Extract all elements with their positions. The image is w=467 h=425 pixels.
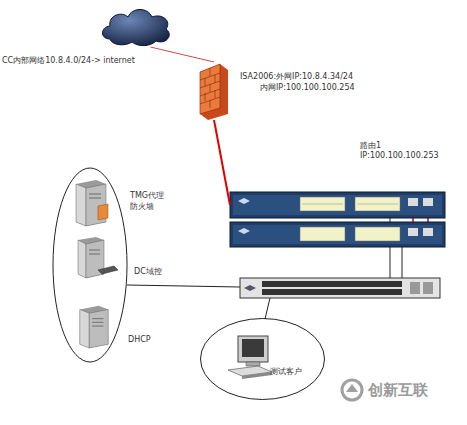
switch-label: 路由1: [360, 140, 381, 151]
illustration-part: [408, 198, 418, 206]
server-symbol: [76, 304, 112, 348]
switch-symbol: [230, 192, 445, 218]
illustration-part: [262, 289, 402, 295]
cloud-symbol: [100, 5, 172, 47]
illustration-part: [238, 228, 250, 234]
illustration-part: [300, 227, 345, 241]
illustration-part: [342, 380, 362, 400]
network-link: [150, 47, 214, 62]
illustration-part: [89, 194, 101, 198]
server-symbol: [72, 178, 110, 226]
illustration-part: [240, 278, 440, 298]
cloud-node: CC内部网络10.8.4.0/24-> internet: [100, 5, 172, 47]
illustration-part: [346, 384, 358, 392]
illustration-part: [200, 68, 220, 108]
illustration-part: [244, 285, 256, 291]
illustration-part: [423, 282, 433, 294]
illustration-part: [302, 204, 398, 205]
switch-symbol: [230, 222, 445, 247]
illustration-part: [103, 10, 170, 46]
wire: [265, 298, 270, 319]
illustration-part: [92, 319, 103, 326]
server-label: DC域控: [134, 266, 162, 277]
server-label: DHCP: [128, 334, 151, 345]
watermark: 创新互联: [368, 381, 428, 400]
illustration-part: [89, 310, 108, 349]
illustration-part: [80, 310, 89, 349]
client-label: 测试客户: [270, 366, 302, 377]
illustration-part: [230, 222, 445, 247]
illustration-part: [262, 281, 402, 287]
network-label: CC内部网络10.8.4.0/24-> internet: [2, 55, 135, 66]
watermark-logo: [342, 380, 362, 400]
client-ellipse: [200, 318, 325, 400]
illustration-part: [238, 336, 268, 362]
server-label: TMG代理 防火墙: [130, 190, 164, 212]
illustration-part: [355, 227, 400, 241]
illustration-part: [98, 204, 108, 220]
illustration-part: [200, 64, 220, 114]
illustration-part: [246, 362, 260, 366]
server-symbol: [76, 236, 118, 280]
illustration-part: [78, 240, 86, 278]
illustration-part: [201, 319, 325, 400]
firewall-node: ISA2006:外网IP:10.8.4.34/24内网IP:100.100.10…: [198, 62, 230, 120]
wire: [127, 285, 240, 287]
illustration-part: [98, 266, 118, 274]
client-node: 测试客户: [200, 318, 325, 400]
computer-symbol: [228, 336, 272, 379]
switch-node: 路由1IP:100.100.100.253: [230, 192, 445, 218]
switch-label: IP:100.100.100.253: [360, 150, 439, 161]
illustration-part: [76, 184, 86, 226]
wire: [402, 247, 403, 278]
server-node: DHCP: [76, 304, 112, 348]
firewall-symbol: [198, 62, 230, 120]
firewall-label: ISA2006:外网IP:10.8.4.34/24: [240, 71, 353, 82]
server-node: DC域控: [76, 236, 118, 280]
illustration-part: [238, 198, 250, 204]
illustration-part: [230, 192, 445, 218]
illustration-part: [423, 228, 433, 236]
group-ellipse: [53, 168, 127, 362]
illustration-part: [410, 282, 420, 294]
illustration-part: [242, 339, 264, 357]
illustration-part: [233, 225, 442, 244]
illustration-part: [423, 198, 433, 206]
illustration-part: [242, 372, 272, 379]
illustration-part: [89, 250, 100, 254]
illustration-part: [408, 228, 418, 236]
illustration-part: [233, 195, 442, 215]
illustration-part: [80, 306, 108, 348]
firewall-label: 内网IP:100.100.100.254: [260, 82, 355, 93]
server-node: TMG代理 防火墙: [72, 178, 110, 226]
switch-symbol: [240, 278, 440, 298]
illustration-part: [200, 64, 228, 120]
network-link: [214, 120, 230, 205]
